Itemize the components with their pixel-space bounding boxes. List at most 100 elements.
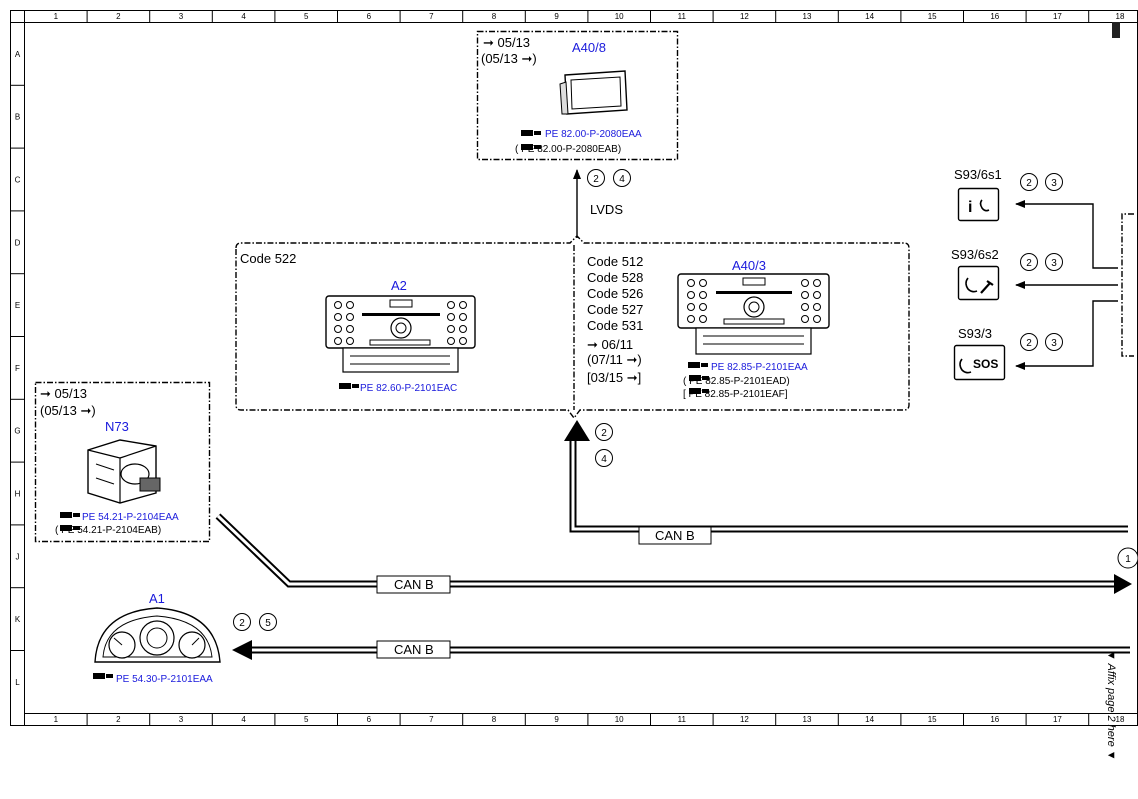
grid-row-label: G [14, 427, 20, 436]
grid-column-label: 7 [429, 12, 434, 21]
phone-icon [959, 358, 972, 374]
can-b-line-a40-3 [564, 420, 1128, 533]
svg-text:3: 3 [1051, 178, 1057, 189]
svg-text:2: 2 [601, 428, 607, 439]
svg-text:4: 4 [601, 454, 607, 465]
component-s93-6s2[interactable]: S93/6s2 [951, 247, 1000, 301]
right-wires [1015, 200, 1134, 370]
display-unit-icon [559, 70, 628, 115]
grid-row-label: E [15, 301, 20, 310]
svg-text:Code 531: Code 531 [587, 318, 643, 333]
a2-code: A2 [391, 278, 407, 293]
info-icon: i [968, 199, 972, 216]
a40-8-code: A40/8 [572, 40, 606, 55]
grid-column-label: 14 [865, 12, 874, 21]
component-s93-3[interactable]: S93/3 SOS [953, 326, 1006, 381]
a40-3-codes: Code 512 Code 528 Code 526 Code 527 Code… [587, 254, 643, 385]
drawing-frame: 1122334455667788991010111112121313141415… [10, 10, 1138, 726]
n73-line-1: ➞ 05/13 [40, 386, 87, 401]
ref-icon [60, 525, 80, 531]
component-a2[interactable]: Code 522 A2 PE 82.60-P-2101E [240, 251, 476, 394]
component-a1[interactable]: A1 PE 54.30-P-2101EAA [93, 591, 221, 685]
a40-3-ref-1: PE 82.85-P-2101EAA [711, 362, 808, 373]
component-n73[interactable]: ➞ 05/13 (05/13 ➞) N73 PE 54.21-P-2104EAA… [34, 381, 211, 543]
ref-icon [689, 388, 709, 394]
n73-ref-2: ( PE 54.21-P-2104EAB) [55, 525, 161, 536]
grid-column-label: 9 [554, 715, 559, 724]
grid-column-label: 3 [179, 715, 184, 724]
grid-column-label: 2 [116, 715, 121, 724]
affix-note: ▼ Affix page 2 here ▼ [1105, 650, 1117, 761]
grid-column-label: 10 [615, 715, 624, 724]
grid-column-label: 12 [740, 12, 749, 21]
svg-text:3: 3 [1051, 258, 1057, 269]
can-b-box [376, 640, 451, 659]
n73-line-2: (05/13 ➞) [40, 403, 96, 418]
grid-row-label: A [15, 50, 21, 59]
svg-text:2: 2 [593, 174, 599, 185]
can-b-line-n73 [215, 513, 1132, 594]
svg-text:Code 526: Code 526 [587, 286, 643, 301]
grid-column-label: 18 [1116, 715, 1125, 724]
s93-6s1-code: S93/6s1 [954, 167, 1002, 182]
grid-row-label: H [15, 490, 21, 499]
grid-column-label: 18 [1116, 12, 1125, 21]
grid-column-label: 1 [54, 715, 59, 724]
grid-column-label: 11 [678, 12, 687, 21]
svg-text:3: 3 [1051, 338, 1057, 349]
grid-row-label: B [15, 113, 20, 122]
a40-8-ref-1: PE 82.00-P-2080EAA [545, 129, 642, 140]
svg-text:Code 527: Code 527 [587, 302, 643, 317]
s93-6s2-circles: 2 3 [1020, 253, 1063, 271]
grid-column-label: 5 [304, 12, 309, 21]
can-b-label-1: CAN B [655, 528, 695, 543]
grid-column-label: 9 [554, 12, 559, 21]
grid-row-label: J [16, 552, 20, 561]
grid-column-label: 12 [740, 715, 749, 724]
ref-icon [93, 673, 113, 679]
grid-column-label: 1 [54, 12, 59, 21]
a40-3-code: A40/3 [732, 258, 766, 273]
grid-column-label: 11 [678, 715, 687, 724]
a40-3-circles: 2 4 [595, 423, 613, 467]
grid-row-label: F [15, 364, 20, 373]
a2-header: Code 522 [240, 251, 296, 266]
n73-code: N73 [105, 419, 129, 434]
ref-icon [689, 375, 709, 381]
grid-row-label: L [15, 678, 20, 687]
component-s93-6s1[interactable]: S93/6s1 i [954, 167, 1002, 222]
grid-column-label: 17 [1053, 715, 1062, 724]
grid-column-label: 2 [116, 12, 121, 21]
radio-unit-icon [677, 273, 830, 355]
wrench-icon [980, 280, 994, 294]
grid-column-label: 15 [928, 715, 937, 724]
grid-column-label: 8 [492, 715, 497, 724]
a1-ref-1: PE 54.30-P-2101EAA [116, 674, 213, 685]
component-a40-3[interactable]: Code 512 Code 528 Code 526 Code 527 Code… [587, 254, 830, 400]
grid-column-label: 4 [241, 12, 246, 21]
svg-text:Code 528: Code 528 [587, 270, 643, 285]
grid-column-label: 15 [928, 12, 937, 21]
head-unit-group [235, 235, 910, 420]
can-b-line-a1 [232, 640, 1130, 660]
svg-text:Code 512: Code 512 [587, 254, 643, 269]
ref-icon [339, 383, 359, 389]
a2-ref-1: PE 82.60-P-2101EAC [360, 383, 457, 394]
ref-icon [521, 144, 541, 150]
lvds-label: LVDS [590, 202, 623, 217]
can-b-box [376, 575, 451, 594]
grid-column-label: 13 [803, 715, 812, 724]
phone-icon [979, 199, 990, 212]
grid-column-label: 17 [1053, 12, 1062, 21]
sos-icon: SOS [973, 357, 998, 371]
lvds-circles: 2 4 [587, 169, 631, 187]
grid-column-label: 13 [803, 12, 812, 21]
ref-icon [60, 512, 80, 518]
ignition-switch-icon [87, 439, 161, 504]
instrument-cluster-icon [94, 607, 221, 663]
component-a40-8[interactable]: ➞ 05/13 (05/13 ➞) A40/8 PE 82.00-P-2080E… [476, 30, 679, 161]
grid-column-label: 10 [615, 12, 624, 21]
page-marker-icon [1112, 22, 1120, 38]
can-b-box [638, 526, 712, 545]
